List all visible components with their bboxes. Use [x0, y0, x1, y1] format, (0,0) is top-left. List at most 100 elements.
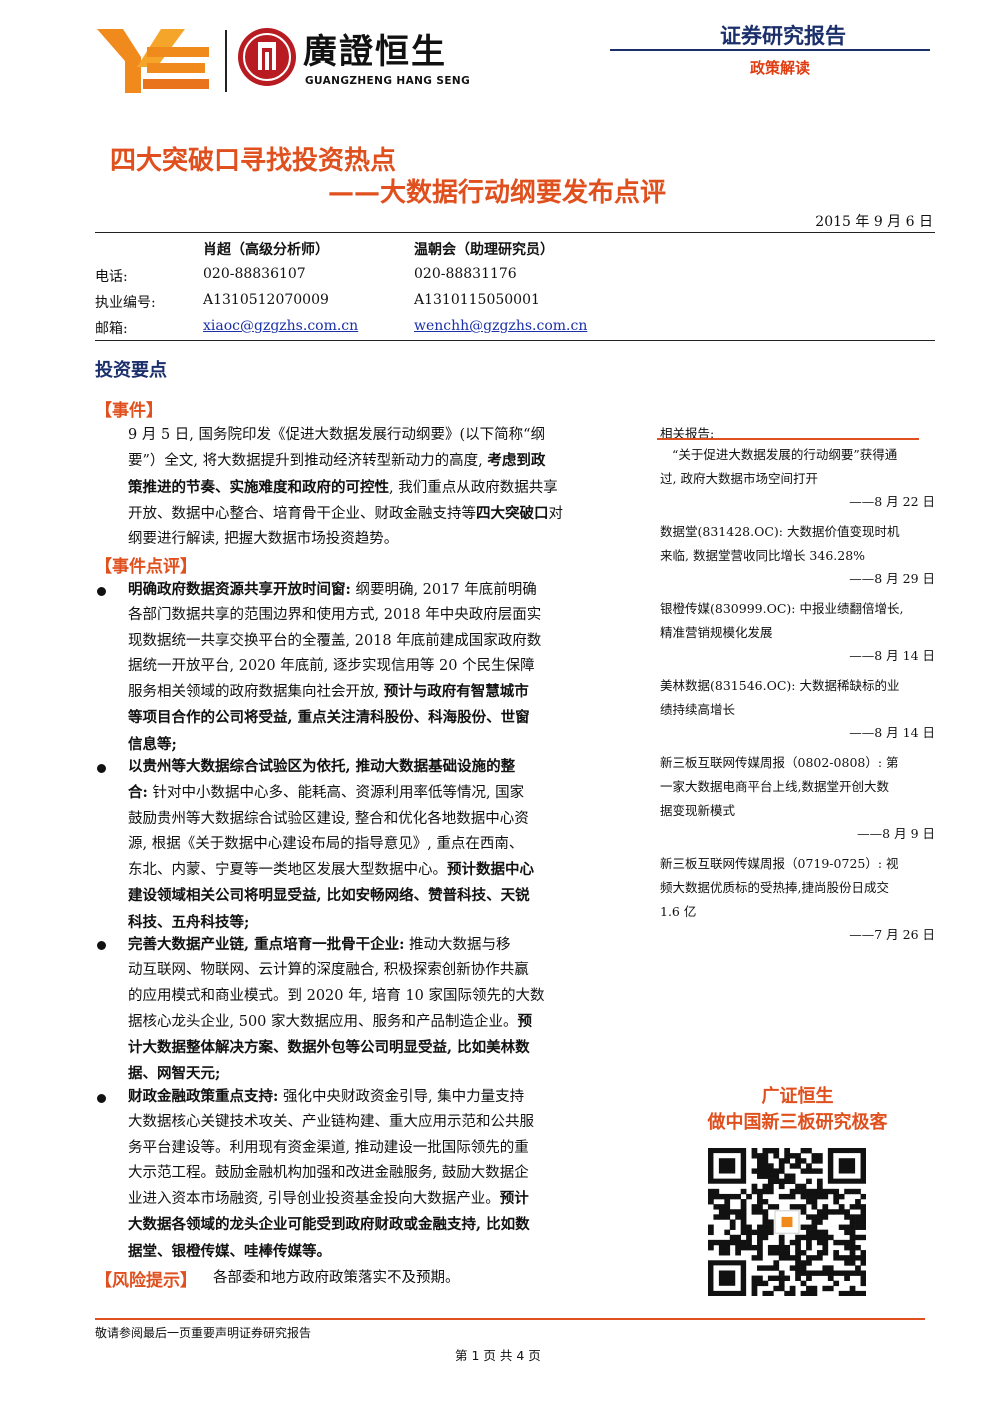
bullet-line: 大示范工程。鼓励金融机构加强和改进金融服务, 鼓励大数据企 — [128, 1164, 529, 1181]
promo-brand: 广证恒生 — [761, 1086, 834, 1107]
event-line: 9 月 5 日, 国务院印发《促进大数据发展行动纲要》(以下简称“纲 — [128, 427, 546, 443]
event-line: 开放、数据中心整合、培育骨干企业、财政金融支持等四大突破口对 — [128, 504, 563, 522]
comment-heading: 【事件点评】 — [95, 557, 197, 577]
bullet-line: 计大数据整体解决方案、数据外包等公司明显受益, 比如美林数 — [128, 1039, 530, 1057]
bullet-line: 现数据统一共享交换平台的全覆盖, 2018 年底前建成国家政府数 — [128, 632, 542, 649]
ye-logo-icon — [97, 29, 209, 93]
bullet-paragraph: 完善大数据产业链, 重点培育一批骨干企业: 推动大数据与移动互联网、物联网、云计… — [128, 932, 618, 1088]
event-line: 纲要进行解读, 把握大数据市场投资趋势。 — [128, 531, 399, 548]
bullet-line: 等项目合作的公司将受益, 重点关注清科股份、科海股份、世窗 — [128, 709, 530, 727]
page-number: 第 1 页 共 4 页 — [455, 1348, 541, 1363]
author-email-link[interactable]: wenchh@gzgzhs.com.cn — [414, 318, 588, 334]
bullet-line: 各部门数据共享的范围边界和使用方式, 2018 年中央政府层面实 — [128, 607, 542, 624]
report-subtitle: ——大数据行动纲要发布点评 — [328, 178, 667, 208]
related-report-text: 银橙传媒(830999.OC): 中报业绩翻倍增长, — [660, 601, 904, 616]
author-phone: 020-88831176 — [414, 266, 517, 282]
related-report-item[interactable]: 美林数据(831546.OC): 大数据稀缺标的业绩持续高增长 ——8 月 14 … — [660, 674, 935, 741]
related-report-item[interactable]: 新三板互联网传媒周报（0802-0808）: 第一家大数据电商平台上线,数据堂开… — [660, 751, 935, 842]
related-reports-label: 相关报告: — [660, 426, 715, 441]
author-name: 温朝会（助理研究员） — [414, 242, 554, 258]
bullet-line: 东北、内蒙、宁夏等一类地区发展大型数据中心。预计数据中心 — [128, 861, 534, 879]
author-license: A1310512070009 — [203, 292, 329, 308]
bullet-line: 财政金融政策重点支持: 强化中央财政资金引导, 集中力量支持 — [128, 1088, 525, 1105]
related-report-item[interactable]: 银橙传媒(830999.OC): 中报业绩翻倍增长, 精准营销规模化发展 ——8 月… — [660, 597, 935, 664]
author-license: A1310115050001 — [414, 292, 540, 308]
bullet-line: 以贵州等大数据综合试验区为依托, 推动大数据基础设施的整 — [128, 758, 516, 775]
bullet-line: 业进入资本市场融资, 引导创业投资基金投向大数据产业。预计 — [128, 1190, 529, 1208]
bullet-paragraph: 以贵州等大数据综合试验区为依托, 推动大数据基础设施的整合: 针对中小数据中心多… — [128, 754, 618, 936]
related-report-text: 过, 政府大数据市场空间打开 — [660, 471, 818, 486]
related-report-text: 数据堂(831428.OC): 大数据价值变现时机 — [660, 524, 900, 539]
event-line: 要”）全文, 将大数据提升到推动经济转型新动力的高度, 考虑到政 — [128, 452, 546, 470]
related-report-date: ——8 月 14 日 — [849, 725, 935, 740]
brand-name-en: GUANGZHENG HANG SENG — [305, 75, 471, 87]
bullet-line: 源, 根据《关于数据中心建设布局的指导意见》, 重点在西南、 — [128, 835, 524, 852]
author-bottom-rule — [95, 340, 935, 341]
related-report-text: 新三板互联网传媒周报（0719-0725）: 视 — [660, 856, 899, 871]
bullet-line: 明确政府数据资源共享开放时间窗: 纲要明确, 2017 年底前明确 — [128, 581, 537, 598]
related-report-text: 来临, 数据堂营收同比增长 346.28% — [660, 548, 866, 563]
author-phone: 020-88836107 — [203, 266, 306, 282]
related-report-text: 美林数据(831546.OC): 大数据稀缺标的业 — [660, 678, 900, 693]
bullet-line: 合: 针对中小数据中心多、能耗高、资源利用率低等情况, 国家 — [128, 784, 525, 802]
report-type: 证券研究报告 — [720, 24, 846, 48]
related-report-item[interactable]: 新三板互联网传媒周报（0719-0725）: 视频大数据优质标的受热捧,捷尚股份… — [660, 852, 935, 943]
footer-disclaimer: 敬请参阅最后一页重要声明证券研究报告 — [95, 1326, 312, 1340]
promo-slogan: 做中国新三板研究极客 — [707, 1112, 888, 1133]
related-reports-list: “关于促进大数据发展的行动纲要”获得通过, 政府大数据市场空间打开——8 月 2… — [660, 443, 935, 953]
bullet-icon — [97, 764, 106, 773]
bullet-paragraph: 财政金融政策重点支持: 强化中央财政资金引导, 集中力量支持大数据核心关键技术攻… — [128, 1084, 618, 1265]
related-report-date: ——7 月 26 日 — [849, 927, 935, 942]
related-reports-rule — [657, 438, 919, 440]
license-label: 执业编号: — [95, 295, 156, 311]
bullet-line: 大数据核心关键技术攻关、产业链构建、重大应用示范和公共服 — [128, 1114, 534, 1131]
bullet-icon — [97, 1094, 106, 1103]
bullet-paragraph: 明确政府数据资源共享开放时间窗: 纲要明确, 2017 年底前明确各部门数据共享… — [128, 577, 618, 758]
author-name: 肖超（高级分析师） — [203, 242, 329, 258]
bullet-line: 服务相关领域的政府数据集向社会开放, 预计与政府有智慧城市 — [128, 683, 529, 701]
event-heading: 【事件】 — [95, 401, 163, 421]
bullet-line: 鼓励贵州等大数据综合试验区建设, 整合和优化各地数据中心资 — [128, 810, 529, 827]
bullet-icon — [97, 587, 106, 596]
report-subtype: 政策解读 — [749, 59, 810, 77]
bullet-line: 动互联网、物联网、云计算的深度融合, 积极探索创新协作共赢 — [128, 962, 529, 979]
related-report-text: 一家大数据电商平台上线,数据堂开创大数 — [660, 779, 889, 794]
related-report-item[interactable]: 数据堂(831428.OC): 大数据价值变现时机来临, 数据堂营收同比增长 3… — [660, 520, 935, 587]
related-report-date: ——8 月 29 日 — [849, 571, 935, 586]
bullet-line: 据、网智天元; — [128, 1065, 221, 1083]
footer-rule — [95, 1318, 925, 1320]
logo-divider — [225, 30, 227, 92]
related-report-date: ——8 月 22 日 — [849, 494, 935, 509]
report-title: 四大突破口寻找投资热点 — [110, 146, 397, 176]
bullet-line: 据堂、银橙传媒、哇棒传媒等。 — [128, 1242, 331, 1260]
report-date: 2015 年 9 月 6 日 — [815, 214, 933, 230]
bullet-line: 信息等; — [128, 735, 177, 753]
qr-code-icon[interactable] — [708, 1148, 866, 1296]
related-report-text: 频大数据优质标的受热捧,捷尚股份日成交 — [660, 880, 889, 895]
related-report-date: ——8 月 9 日 — [857, 826, 935, 841]
brand-name-cn: 廣證恒生 — [303, 32, 447, 72]
related-report-item[interactable]: “关于促进大数据发展的行动纲要”获得通过, 政府大数据市场空间打开——8 月 2… — [660, 443, 935, 510]
bullet-line: 科技、五舟科技等; — [128, 913, 250, 931]
risk-text: 各部委和地方政府政策落实不及预期。 — [213, 1270, 460, 1286]
bullet-icon — [97, 941, 106, 950]
event-paragraph: 9 月 5 日, 国务院印发《促进大数据发展行动纲要》(以下简称“纲 要”）全文… — [128, 423, 618, 552]
section-heading: 投资要点 — [95, 360, 167, 381]
related-report-text: 1.6 亿 — [660, 904, 697, 919]
email-label: 邮箱: — [95, 321, 128, 337]
bullet-line: 大数据各领域的龙头企业可能受到政府财政或金融支持, 比如数 — [128, 1216, 530, 1234]
related-report-date: ——8 月 14 日 — [849, 648, 935, 663]
bullet-line: 建设领域相关公司将明显受益, 比如安畅网络、赞普科技、天锐 — [128, 887, 530, 905]
phone-label: 电话: — [95, 269, 128, 285]
bullet-line: 据统一开放平台, 2020 年底前, 逐步实现信用等 20 个民生保障 — [128, 657, 535, 674]
risk-heading: 【风险提示】 — [95, 1271, 197, 1291]
header-rule — [610, 49, 930, 51]
bullet-line: 务平台建设等。利用现有资金渠道, 推动建设一批国际领先的重 — [128, 1139, 529, 1156]
author-top-rule — [95, 232, 935, 233]
bullet-line: 的应用模式和商业模式。到 2020 年, 培育 10 家国际领先的大数 — [128, 987, 545, 1004]
author-email-link[interactable]: xiaoc@gzgzhs.com.cn — [203, 318, 359, 334]
related-report-text: 据变现新模式 — [660, 803, 736, 818]
related-report-text: 精准营销规模化发展 — [660, 625, 773, 640]
related-report-text: 绩持续高增长 — [660, 702, 736, 717]
bullet-line: 完善大数据产业链, 重点培育一批骨干企业: 推动大数据与移 — [128, 936, 511, 953]
